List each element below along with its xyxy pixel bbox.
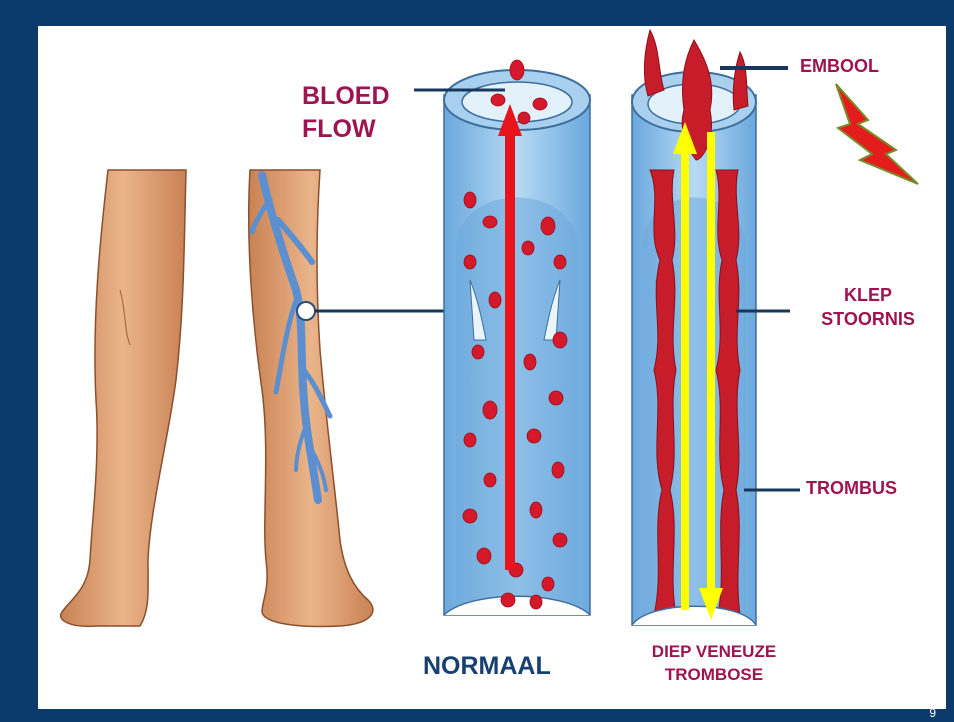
dvt-label: DIEP VENEUZE TROMBOSE xyxy=(628,640,800,686)
valve-disorder-label-line2: STOORNIS xyxy=(808,307,928,331)
dvt-label-line2: TROMBOSE xyxy=(628,663,800,686)
blood-flow-label-line2: FLOW xyxy=(302,113,390,146)
blood-flow-label: BLOED FLOW xyxy=(302,80,390,146)
zoom-marker xyxy=(297,302,315,320)
leg-normal xyxy=(61,170,186,626)
valve-disorder-label: KLEP STOORNIS xyxy=(808,283,928,331)
embolus-label: EMBOOL xyxy=(800,56,879,77)
vein-normal xyxy=(444,60,590,615)
blood-flow-label-line1: BLOED xyxy=(302,80,390,113)
lightning-bolt-icon xyxy=(836,84,918,184)
vein-dvt xyxy=(632,30,756,625)
dvt-label-line1: DIEP VENEUZE xyxy=(628,640,800,663)
thrombus-label: TROMBUS xyxy=(806,478,897,499)
leg-with-veins xyxy=(249,170,446,626)
page-number: 9 xyxy=(929,706,936,720)
normal-label: NORMAAL xyxy=(423,652,551,681)
valve-disorder-label-line1: KLEP xyxy=(808,283,928,307)
